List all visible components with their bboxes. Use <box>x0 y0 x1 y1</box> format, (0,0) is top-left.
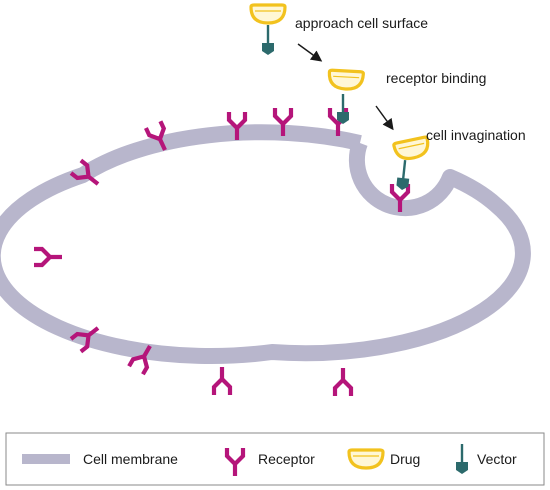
drug-capsule-icon <box>249 3 287 25</box>
step-1-complex <box>249 3 287 57</box>
vector-icon <box>260 23 276 57</box>
drug-capsule-icon <box>391 135 433 163</box>
legend: Cell membrane Receptor Drug Vector <box>5 432 545 486</box>
membrane-bar-icon <box>22 454 70 464</box>
step-label-binding: receptor binding <box>386 70 486 86</box>
arrow-approach-to-binding <box>297 43 323 62</box>
legend-box <box>5 432 545 486</box>
step-label-invagination: cell invagination <box>426 127 526 143</box>
receptor-11 <box>335 368 351 396</box>
legend-label-membrane: Cell membrane <box>83 451 178 467</box>
drug-capsule-icon <box>347 448 385 470</box>
cell-membrane <box>0 124 531 365</box>
drug-capsule-icon <box>326 68 366 92</box>
legend-label-drug: Drug <box>390 451 420 467</box>
step-3-complex <box>391 135 433 192</box>
arrow-binding-to-invagination <box>375 105 394 131</box>
receptor-10 <box>214 367 230 395</box>
step-label-approach: approach cell surface <box>295 15 428 31</box>
legend-label-receptor: Receptor <box>258 451 315 467</box>
legend-label-vector: Vector <box>477 451 517 467</box>
receptor-7 <box>34 249 62 265</box>
step-2-complex <box>326 68 366 126</box>
